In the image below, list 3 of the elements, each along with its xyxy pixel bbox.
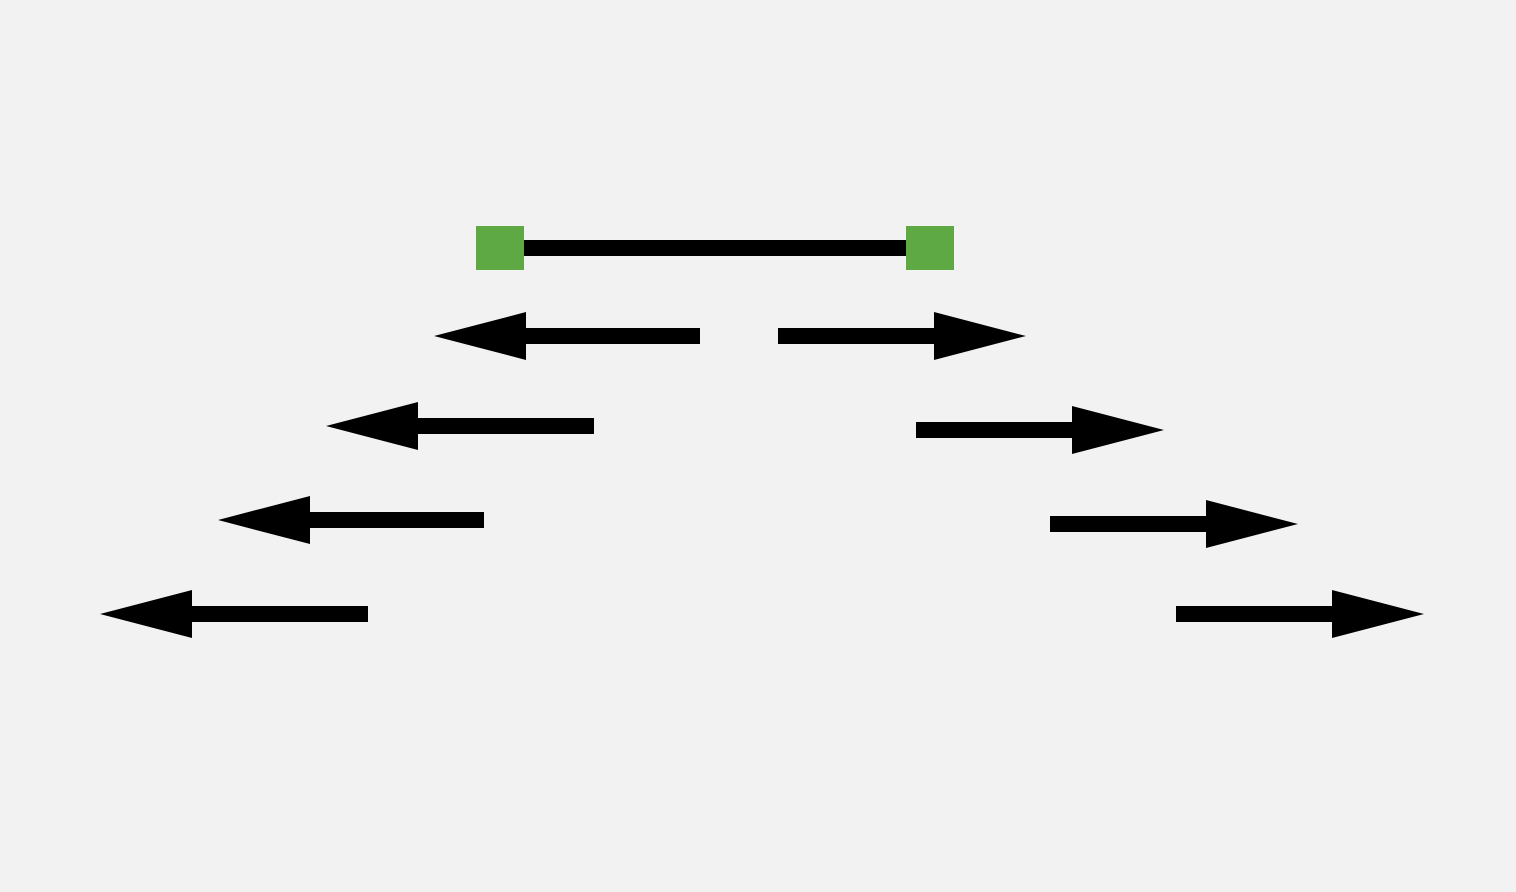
endpoint-square xyxy=(906,226,954,270)
endpoint-square xyxy=(476,226,524,270)
connector-line xyxy=(524,240,906,256)
